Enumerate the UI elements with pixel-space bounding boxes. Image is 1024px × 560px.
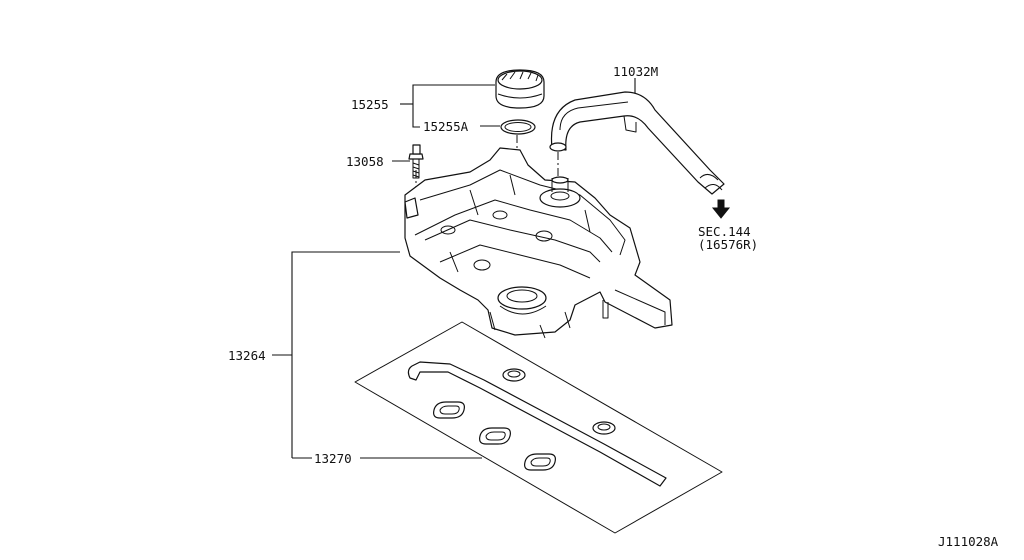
label-sec-144: SEC.144 [698,224,751,239]
label-sec-ref: (16576R) [698,237,758,252]
o-ring [500,119,536,135]
bolt [408,144,424,179]
rocker-cover [404,147,673,339]
label-13058: 13058 [346,154,384,169]
section-arrow [711,199,731,219]
label-11032m: 11032M [613,64,658,79]
diagram-id: J111028A [938,534,999,549]
label-15255: 15255 [351,97,389,112]
oil-filler-cap [495,69,545,109]
gasket-kit [354,321,723,534]
label-13264: 13264 [228,348,266,363]
label-15255a: 15255A [423,119,469,134]
label-13270: 13270 [314,451,352,466]
leader-lines [272,78,636,459]
pcv-hose [549,91,725,195]
